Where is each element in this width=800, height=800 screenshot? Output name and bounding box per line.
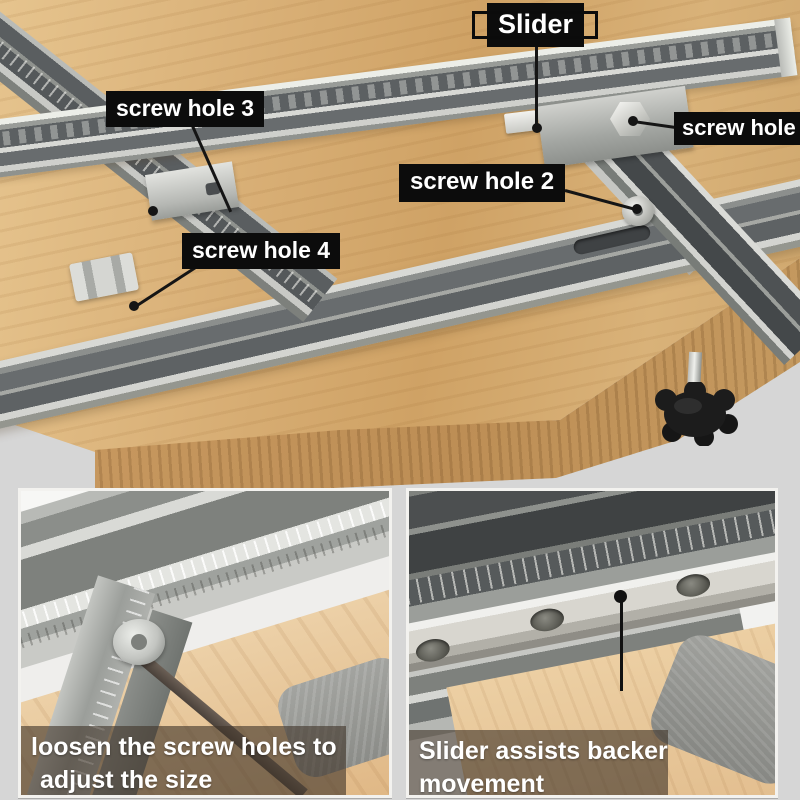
pointer-dot-screw-hole-3: [148, 206, 158, 216]
threaded-hole: [674, 571, 713, 600]
adjustment-washer: [113, 619, 165, 665]
pointer-dot-slider: [532, 123, 542, 133]
detail-panel-right: Slider assists backer movement: [406, 488, 778, 798]
pointer-dot-screw-hole-4: [129, 301, 139, 311]
clamp-knob: [652, 380, 738, 447]
threaded-hole: [414, 636, 452, 665]
label-screw-hole-1: screw hole 1: [674, 112, 800, 145]
pointer-dot-screw-hole-1: [628, 116, 638, 126]
main-photo: Slider screw hole 3 screw hole 1 screw h…: [0, 0, 800, 488]
pointer-dot-screw-hole-2: [632, 204, 642, 214]
label-screw-hole-4: screw hole 4: [182, 233, 341, 269]
pointer-dot-slider-detail: [614, 590, 627, 603]
caption-right-line2: movement: [419, 769, 545, 796]
detail-photo-right: Slider assists backer movement: [409, 491, 775, 795]
detail-photo-left: loosen the screw holes to adjust the siz…: [21, 491, 389, 795]
washer-center: [131, 634, 147, 650]
pointer-slider-detail: [620, 599, 623, 691]
label-screw-hole-3: screw hole 3: [106, 91, 265, 127]
caption-left-line1: loosen the screw holes to: [31, 733, 337, 761]
caption-left: loosen the screw holes to adjust the siz…: [21, 726, 346, 795]
rail-slot: [572, 223, 652, 256]
clamp-knob-icon: [655, 380, 738, 447]
threaded-hole: [528, 605, 566, 634]
detail-panel-left: loosen the screw holes to adjust the siz…: [18, 488, 392, 798]
caption-left-line2: adjust the size: [40, 765, 213, 794]
slider-label-text: Slider: [498, 9, 574, 39]
label-slider: Slider: [472, 3, 599, 47]
caption-right: Slider assists backer movement: [409, 730, 668, 795]
pointer-slider: [535, 46, 538, 128]
caption-right-line1: Slider assists backer: [419, 737, 668, 765]
label-screw-hole-2: screw hole 2: [399, 164, 566, 202]
